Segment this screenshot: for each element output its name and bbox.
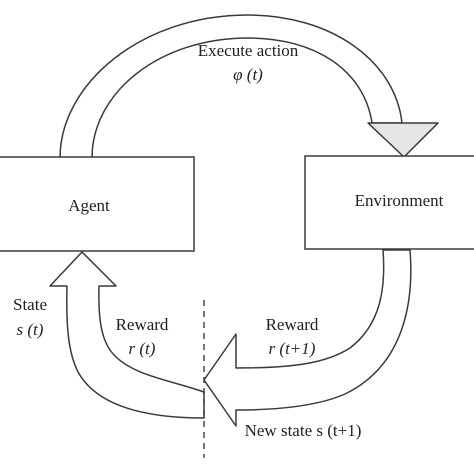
agent-node: Agent — [0, 156, 195, 252]
action-arrow — [59, 14, 439, 159]
feedback-arrow-left — [49, 251, 205, 419]
feedback-arrow-left-body — [49, 251, 205, 419]
reward-current-symbol: r (t) — [129, 339, 156, 358]
agent-label: Agent — [68, 196, 110, 215]
environment-label: Environment — [355, 191, 444, 210]
state-label: State — [13, 295, 47, 314]
feedback-arrow-right — [203, 249, 412, 427]
action-label: Execute action — [198, 41, 299, 60]
new-state-label: New state s (t+1) — [245, 421, 362, 440]
reward-next-label: Reward — [266, 315, 319, 334]
environment-box — [304, 155, 474, 250]
state-symbol: s (t) — [17, 320, 44, 339]
agent-box — [0, 156, 195, 252]
environment-node: Environment — [304, 155, 474, 250]
action-arrow-body — [59, 14, 403, 159]
feedback-arrow-right-body — [203, 249, 412, 427]
action-arrow-head — [367, 122, 439, 158]
reward-next-symbol: r (t+1) — [269, 339, 316, 358]
reward-current-label: Reward — [116, 315, 169, 334]
action-symbol: φ (t) — [233, 65, 263, 84]
